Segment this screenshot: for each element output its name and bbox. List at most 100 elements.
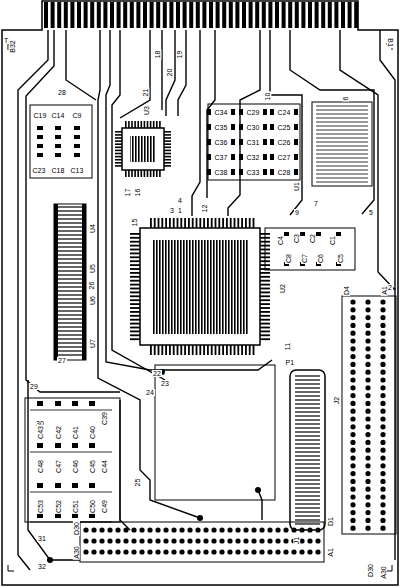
j2-pin <box>365 518 370 523</box>
cap-pad <box>231 109 235 115</box>
cap-pad <box>270 139 274 145</box>
capacitor-label: C29 <box>246 109 261 116</box>
u3-pin <box>164 131 171 133</box>
j2-pin <box>350 401 355 406</box>
cap-pad <box>55 135 61 139</box>
u2-pin <box>161 345 163 355</box>
edge-finger <box>235 2 239 28</box>
u2-pin <box>177 345 179 355</box>
j1-pin <box>155 549 160 554</box>
j2-pin <box>380 323 385 328</box>
cap-pad <box>270 109 274 115</box>
j1-pin <box>155 527 160 532</box>
u1-hatch <box>316 174 368 175</box>
silkscreen-label: 15 <box>131 217 138 227</box>
u2-pin <box>150 218 152 228</box>
sip-lead <box>58 234 82 235</box>
u2-pin <box>161 218 163 228</box>
u2-pin <box>230 218 232 228</box>
u3-pin <box>115 134 122 136</box>
silkscreen-label: P1 <box>285 359 296 366</box>
cap-group-outline <box>208 104 300 180</box>
j2-pin <box>350 479 355 484</box>
j1-pin <box>155 538 160 543</box>
edge-finger <box>97 2 101 28</box>
u3-pin <box>125 121 127 128</box>
capacitor-label: C5 <box>336 253 343 264</box>
cap-pad <box>270 124 274 130</box>
component-outline <box>155 365 275 500</box>
j1-pin <box>187 549 192 554</box>
j2-pin <box>380 502 385 507</box>
sip-lead <box>58 350 82 351</box>
capacitor-label: C35 <box>214 124 229 131</box>
j2-pin <box>350 471 355 476</box>
j2-pin <box>365 323 370 328</box>
u2-pin <box>211 218 213 228</box>
j2-pin <box>350 346 355 351</box>
cap-pad <box>207 139 211 145</box>
j2-pin <box>365 370 370 375</box>
edge-finger <box>169 2 173 28</box>
edge-finger <box>136 2 140 28</box>
sip-lead <box>58 306 82 307</box>
u2-pin <box>130 303 140 305</box>
u2-pin <box>130 237 140 239</box>
u2-pin <box>130 311 140 313</box>
silkscreen-label: 12 <box>201 203 208 213</box>
sip-lead <box>58 294 82 295</box>
silkscreen-label: 5 <box>368 209 374 216</box>
capacitor-label: C13 <box>70 167 85 174</box>
j1-pin <box>219 549 224 554</box>
u2-pin <box>130 331 140 333</box>
j1-pin <box>83 549 88 554</box>
u2-pin <box>130 264 140 266</box>
sip-lead <box>58 282 82 283</box>
cap-pad <box>74 135 80 139</box>
sip-lead <box>58 346 82 347</box>
j2-pin <box>365 440 370 445</box>
cap-pad <box>74 153 80 157</box>
edge-finger <box>255 2 259 28</box>
u3-pin <box>115 165 122 167</box>
j2-pin <box>365 362 370 367</box>
j2-pin <box>365 416 370 421</box>
u2-pin <box>260 327 270 329</box>
p1-contact <box>295 407 320 408</box>
u2-pin <box>130 233 140 235</box>
j2-pin <box>380 354 385 359</box>
j1-pin <box>307 538 312 543</box>
cap-group-outline <box>25 398 120 522</box>
u2-pin <box>260 280 270 282</box>
j1-pin <box>91 527 96 532</box>
cap-pad <box>89 483 95 488</box>
u2-pin <box>260 311 270 313</box>
edge-finger <box>242 2 246 28</box>
u2-pin <box>173 218 175 228</box>
j1-pin <box>107 538 112 543</box>
u2-pin <box>199 345 201 355</box>
sip-lead <box>58 270 82 271</box>
u2-pin <box>130 315 140 317</box>
cap-pad <box>207 169 211 175</box>
j1-pin <box>203 527 208 532</box>
silkscreen-label: 26 <box>88 280 95 290</box>
j2-pin <box>350 424 355 429</box>
capacitor-label: C3 <box>292 233 299 244</box>
u2-pin <box>253 218 255 228</box>
silkscreen-label: A1 <box>380 285 387 296</box>
cap-group-outline <box>30 105 92 178</box>
p1-contact <box>295 387 320 388</box>
cap-pad <box>263 124 267 130</box>
j1-pin <box>299 527 304 532</box>
j2-pin <box>350 307 355 312</box>
u3-pin <box>128 170 130 177</box>
j1-pin <box>227 549 232 554</box>
u3-pin <box>115 147 122 149</box>
cap-rail <box>30 492 112 493</box>
sip-lead <box>58 314 82 315</box>
u2-pin <box>260 233 270 235</box>
cap-pad <box>55 153 61 157</box>
silkscreen-label: A30 <box>380 565 387 579</box>
j2-pin <box>380 393 385 398</box>
